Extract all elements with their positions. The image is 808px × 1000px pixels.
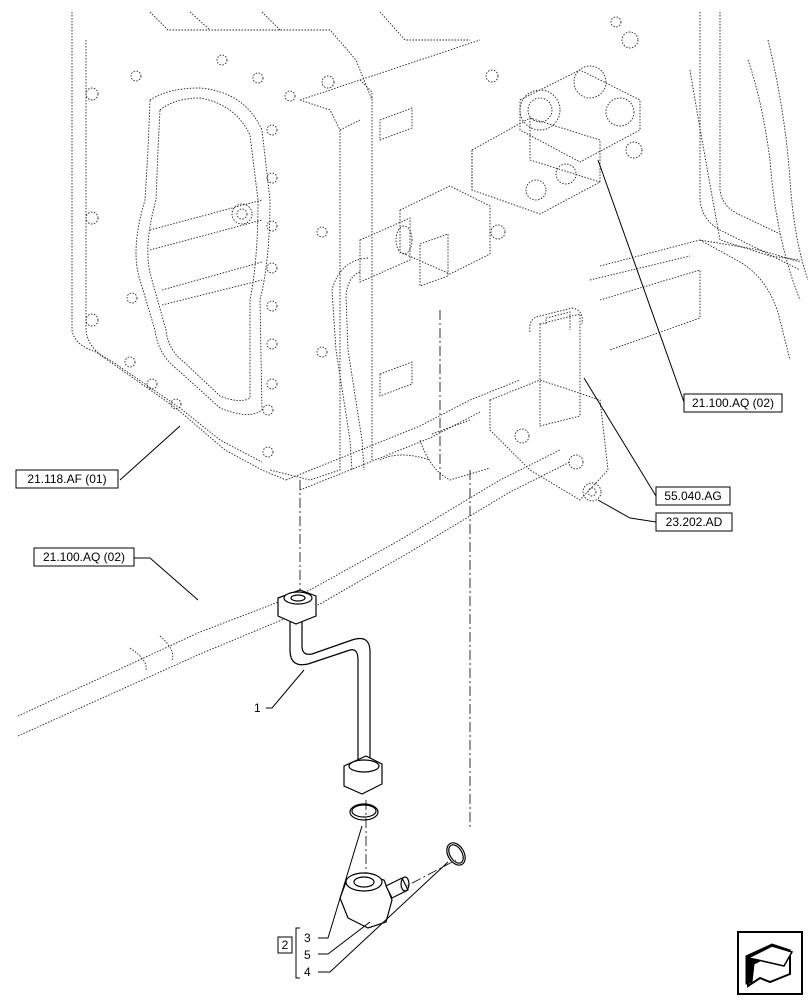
callout-21-118-af[interactable]: 21.118.AF (01) — [15, 469, 119, 489]
item-number-kit: 2 — [282, 938, 289, 952]
callout-21-100-aq-left[interactable]: 21.100.AQ (02) — [33, 547, 135, 567]
long-hose — [17, 449, 571, 737]
transmission-housing — [71, 11, 808, 491]
o-ring-part — [349, 803, 379, 821]
callout-label: 23.202.AD — [666, 515, 723, 529]
callout-label: 21.100.AQ (02) — [43, 550, 125, 564]
sensor-assembly — [379, 307, 609, 502]
item-number-seal: 5 — [304, 948, 311, 962]
pipe-part — [277, 589, 383, 795]
assembly-center-lines — [299, 310, 471, 901]
leader-lines — [104, 159, 685, 979]
item-number-adapter: 4 — [304, 965, 311, 979]
installed-pipe — [331, 257, 369, 471]
seal-ring-part — [446, 842, 466, 866]
callout-label: 55.040.AG — [664, 489, 721, 503]
valve-block — [359, 65, 643, 287]
callout-21-100-aq-right[interactable]: 21.100.AQ (02) — [683, 393, 783, 413]
callout-55-040-ag[interactable]: 55.040.AG — [655, 486, 731, 506]
kit-number-box: 2 — [277, 936, 293, 954]
callout-label: 21.100.AQ (02) — [692, 396, 774, 410]
item-number-o-ring: 3 — [304, 931, 311, 945]
callout-label: 21.118.AF (01) — [27, 472, 106, 486]
callout-23-202-ad[interactable]: 23.202.AD — [655, 512, 733, 532]
elbow-adapter-part — [339, 872, 410, 929]
arrow-navigation-icon[interactable] — [737, 931, 803, 995]
item-number-pipe: 1 — [254, 701, 261, 715]
